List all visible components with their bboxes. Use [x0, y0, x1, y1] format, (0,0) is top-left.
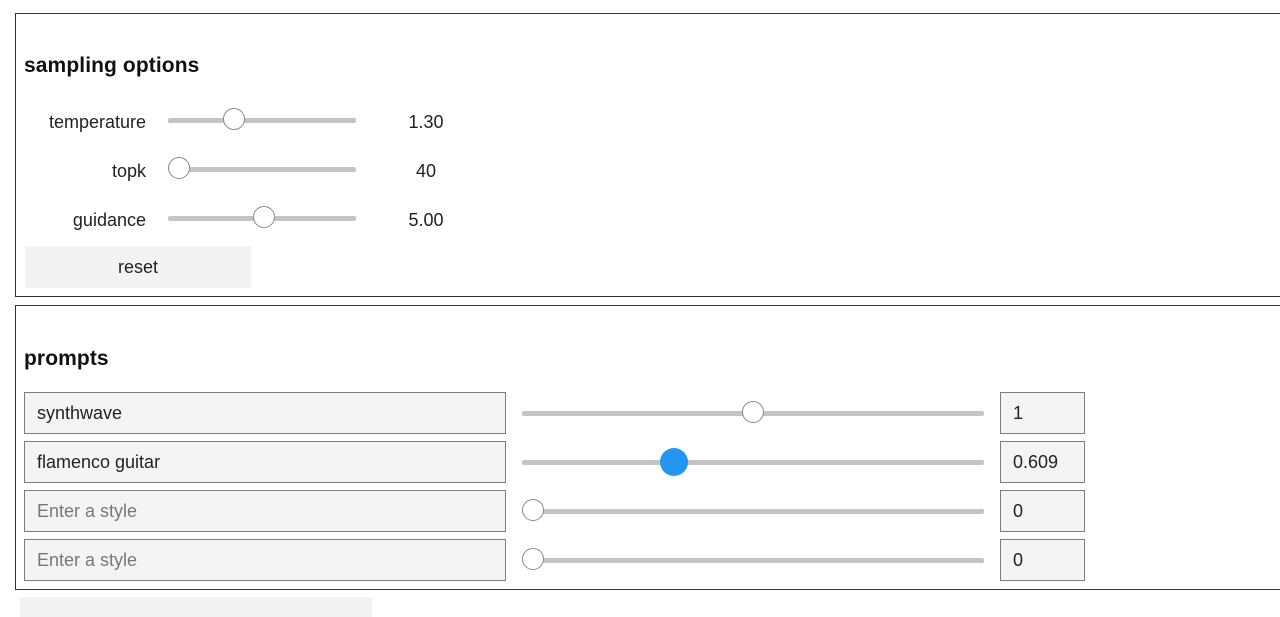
- guidance-row: guidance 5.00: [16, 206, 476, 236]
- prompt-row: 0: [24, 490, 1086, 532]
- prompts-title: prompts: [24, 347, 109, 370]
- prompt-weight-value[interactable]: 1: [1000, 392, 1085, 434]
- topk-row: topk 40: [16, 157, 476, 187]
- prompt-weight-value[interactable]: 0: [1000, 490, 1085, 532]
- prompt-style-input[interactable]: [24, 392, 506, 434]
- prompt-style-input[interactable]: [24, 441, 506, 483]
- temperature-row: temperature 1.30: [16, 108, 476, 138]
- bottom-button[interactable]: [20, 597, 372, 617]
- topk-value: 40: [415, 161, 437, 181]
- sampling-options-title: sampling options: [24, 54, 200, 77]
- guidance-slider[interactable]: [168, 206, 356, 230]
- prompt-row: 1: [24, 392, 1086, 434]
- topk-slider-track[interactable]: [168, 167, 356, 172]
- prompt-weight-slider-thumb[interactable]: [742, 401, 764, 423]
- prompts-panel: prompts 1 0.609 0 0: [15, 305, 1280, 590]
- temperature-label: temperature: [48, 112, 146, 132]
- prompt-weight-slider-thumb[interactable]: [522, 548, 544, 570]
- sampling-options-panel: sampling options temperature 1.30 topk 4…: [15, 13, 1280, 297]
- prompt-style-input[interactable]: [24, 539, 506, 581]
- prompt-row: 0: [24, 539, 1086, 581]
- topk-label: topk: [111, 161, 146, 181]
- guidance-slider-thumb[interactable]: [252, 206, 275, 228]
- prompt-row: 0.609: [24, 441, 1086, 483]
- prompt-weight-slider-thumb[interactable]: [659, 448, 688, 476]
- prompt-weight-slider[interactable]: [522, 548, 984, 572]
- prompt-weight-slider-track[interactable]: [522, 460, 984, 465]
- prompt-style-input[interactable]: [24, 490, 506, 532]
- temperature-slider[interactable]: [168, 108, 356, 132]
- prompt-weight-slider-thumb[interactable]: [522, 499, 544, 521]
- temperature-slider-thumb[interactable]: [222, 108, 245, 130]
- topk-slider-thumb[interactable]: [168, 157, 190, 179]
- guidance-label: guidance: [72, 210, 146, 230]
- guidance-value: 5.00: [408, 210, 444, 230]
- prompt-weight-slider[interactable]: [522, 401, 984, 425]
- temperature-value: 1.30: [408, 112, 444, 132]
- prompt-weight-slider-track[interactable]: [522, 558, 984, 563]
- prompt-weight-slider[interactable]: [522, 499, 984, 523]
- reset-button[interactable]: reset: [25, 246, 251, 288]
- prompt-weight-value[interactable]: 0.609: [1000, 441, 1085, 483]
- temperature-slider-track[interactable]: [168, 118, 356, 123]
- topk-slider[interactable]: [168, 157, 356, 181]
- prompt-weight-slider[interactable]: [522, 448, 984, 476]
- prompt-weight-value[interactable]: 0: [1000, 539, 1085, 581]
- prompt-weight-slider-track[interactable]: [522, 509, 984, 514]
